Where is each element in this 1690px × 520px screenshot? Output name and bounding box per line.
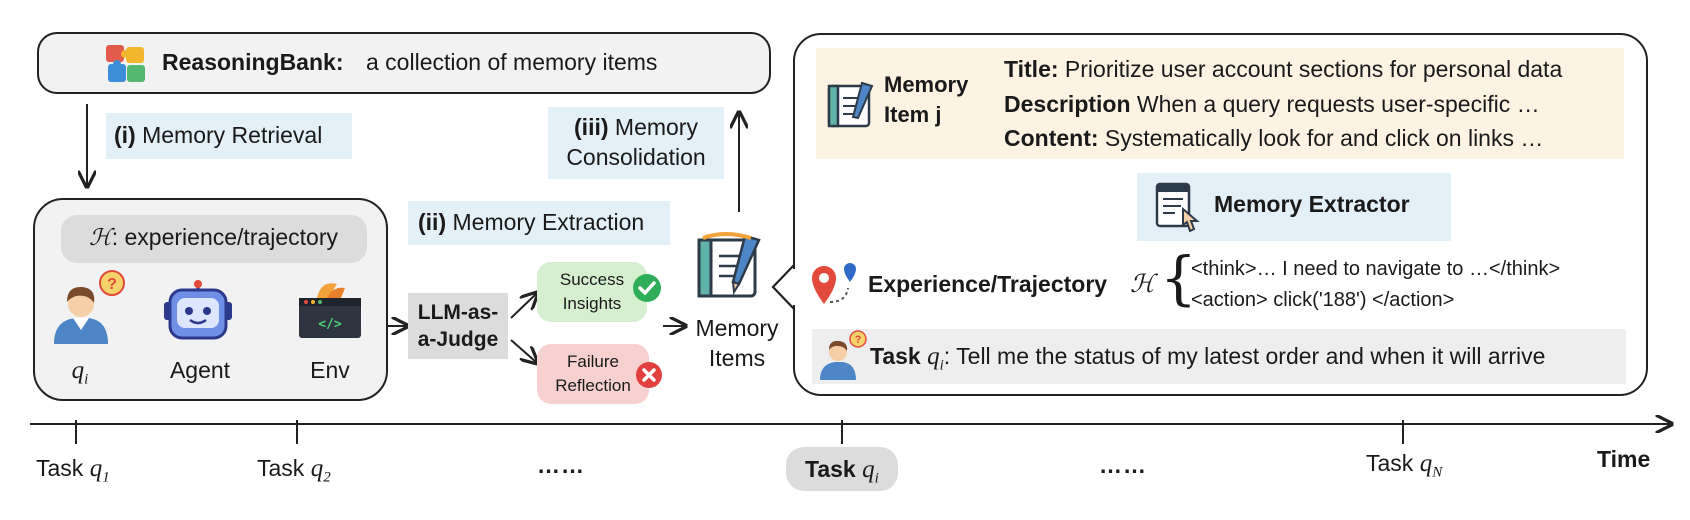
retrieval-number: (i): [114, 122, 136, 148]
timeline-task-i: Task qi: [805, 456, 879, 487]
memory-item-notebook-icon: [827, 81, 874, 128]
reasoningbank-box: [37, 32, 771, 94]
query-label: qi: [71, 357, 89, 388]
svg-text:?: ?: [107, 276, 117, 293]
memory-item-label: Memory Item j: [884, 72, 969, 127]
timeline-tick-1: [75, 420, 77, 444]
extraction-label: Memory Extraction: [452, 209, 645, 235]
trajectory-symbol: ℋ: [1130, 269, 1155, 298]
env-label: Env: [310, 357, 350, 383]
experience-symbol: ℋ: [89, 225, 112, 251]
speech-bubble-pointer: [771, 263, 796, 311]
puzzle-icon: [106, 45, 145, 82]
agent-label: Agent: [169, 357, 231, 383]
llm-judge-box: LLM-as- a-Judge: [408, 293, 508, 359]
timeline-tick-2: [296, 420, 298, 444]
cross-icon: [636, 362, 662, 388]
success-insights-box: Success Insights: [537, 262, 647, 322]
memory-extractor-label: Memory Extractor: [1214, 191, 1410, 217]
extractor-document-click-icon: [1155, 182, 1200, 233]
trajectory-brace: {: [1160, 244, 1197, 312]
reasoningbank-subtitle: a collection of memory items: [366, 49, 658, 75]
user-question-icon: ?: [54, 270, 125, 344]
memory-content-line: Content: Systematically look for and cli…: [1004, 125, 1544, 151]
consolidation-number: (iii): [574, 114, 609, 140]
route-pin-icon: [812, 263, 856, 304]
timeline-task-2: Task q2: [257, 455, 331, 486]
judge-line-2: a-Judge: [417, 328, 499, 351]
judge-success-arrow: [510, 294, 536, 319]
judge-failure-arrow: [510, 339, 536, 362]
consolidation-label-box: (iii) Memory Consolidation: [548, 107, 724, 179]
memory-notebook-icon: [697, 232, 761, 298]
timeline-time-label: Time: [1597, 446, 1651, 472]
check-icon: [633, 274, 661, 302]
svg-text:</>: </>: [318, 317, 342, 332]
timeline-dots-1: ……: [537, 452, 585, 478]
consolidation-label-2: Consolidation: [566, 144, 706, 170]
svg-text:?: ?: [855, 334, 862, 346]
memory-title-line: Title: Prioritize user account sections …: [1004, 56, 1563, 82]
timeline-dots-2: ……: [1099, 452, 1147, 478]
failure-reflection-box: Failure Reflection: [537, 344, 649, 404]
reasoningbank-title: ReasoningBank:: [162, 49, 344, 75]
experience-label: : experience/trajectory: [111, 224, 339, 250]
timeline-tick-i: [841, 420, 843, 444]
timeline-task-n: Task qN: [1366, 450, 1443, 481]
consolidation-label-1: Memory: [614, 114, 698, 140]
timeline-tick-n: [1402, 420, 1404, 444]
task-query-panel: [812, 329, 1626, 384]
extraction-label-box: (ii) Memory Extraction: [408, 201, 670, 245]
judge-line-1: LLM-as-: [417, 301, 499, 324]
memory-items-label: Memory Items: [695, 315, 779, 371]
code-environment-icon: </>: [299, 283, 361, 338]
retrieval-label: Memory Retrieval: [142, 122, 323, 148]
timeline-task-1: Task q1: [36, 455, 110, 486]
trajectory-think-line: <think>… I need to navigate to …</think>: [1191, 258, 1561, 280]
retrieval-label-box: (i) Memory Retrieval: [106, 113, 352, 159]
memory-description-line: Description When a query requests user-s…: [1004, 91, 1540, 117]
memory-item-card: [816, 48, 1624, 159]
extraction-number: (ii): [418, 209, 447, 235]
task-query-text: Task qi: Tell me the status of my latest…: [870, 343, 1546, 374]
trajectory-label: Experience/Trajectory: [868, 271, 1108, 297]
robot-icon: [164, 280, 232, 340]
task-user-icon: ?: [820, 330, 867, 380]
experience-chip: ℋ: experience/trajectory: [61, 215, 367, 263]
trajectory-action-line: <action> click('188') </action>: [1191, 289, 1455, 311]
timeline-task-i-chip: [786, 447, 898, 491]
